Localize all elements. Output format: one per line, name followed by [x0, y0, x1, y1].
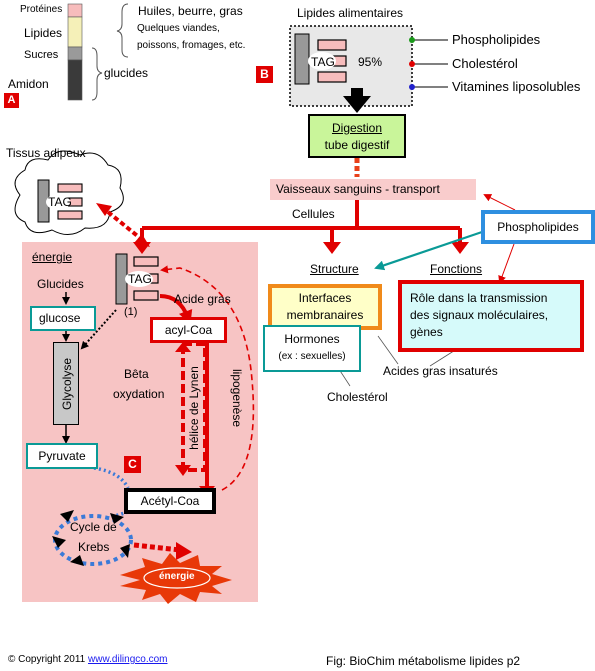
acyl-coa-box: acyl-Coa — [150, 317, 227, 343]
label-tag-b: TAG — [311, 55, 335, 69]
label-oxydation: oxydation — [113, 387, 165, 401]
label-acides-gras-insatures: Acides gras insaturés — [383, 364, 498, 378]
interfaces-line2: membranaires — [286, 308, 364, 322]
label-energie-panel: énergie — [32, 250, 73, 264]
role-box: Rôle dans la transmission des signaux mo… — [398, 280, 584, 352]
glycolyse-box: Glycolyse — [53, 342, 79, 425]
badge-a: A — [4, 93, 19, 108]
label-fonctions: Fonctions — [430, 262, 483, 276]
label-acide-gras: Acide gras — [174, 292, 231, 306]
label-95-percent: 95% — [358, 55, 383, 69]
label-1: (1) — [124, 306, 138, 318]
label-krebs: Krebs — [78, 540, 110, 554]
hormones-line1: Hormones — [284, 332, 340, 346]
energy-burst-label: énergie — [159, 571, 195, 582]
footer-fig: Fig: BioChim métabolisme lipides p2 — [326, 654, 521, 668]
label-tag-adipeux: TAG — [48, 195, 72, 209]
label-structure: Structure — [310, 262, 359, 276]
label-quelques-1: Quelques viandes, — [137, 23, 220, 34]
vaisseaux-box: Vaisseaux sanguins - transport — [270, 179, 476, 200]
label-lipides-alimentaires: Lipides alimentaires — [297, 6, 404, 20]
interfaces-box: Interfaces membranaires — [268, 284, 382, 330]
label-amidon: Amidon — [8, 77, 49, 91]
label-tissus-adipeux: Tissus adipeux — [6, 146, 86, 160]
label-glucides-a: glucides — [104, 66, 149, 80]
digestion-box: Digestion tube digestif — [308, 114, 406, 158]
glycolyse-label: Glycolyse — [60, 357, 74, 411]
food-composition-bar — [67, 3, 83, 101]
label-beta: Bêta — [124, 367, 149, 381]
acetyl-coa-box: Acétyl-Coa — [124, 488, 216, 514]
label-cycle-de: Cycle de — [70, 520, 117, 534]
footer-link[interactable]: www.dilingco.com — [88, 654, 168, 665]
label-cholesterol-2: Cholestérol — [327, 390, 388, 404]
down-arrow-digestion — [343, 96, 371, 113]
digestion-subtitle: tube digestif — [324, 138, 390, 152]
digestion-title: Digestion — [331, 121, 383, 135]
pyruvate-box: Pyruvate — [26, 443, 98, 469]
glucose-box: glucose — [30, 306, 96, 331]
lipides-brace — [116, 3, 129, 58]
phospholipides-box: Phospholipides — [481, 210, 595, 244]
adipose-cloud — [14, 150, 124, 235]
label-cellules: Cellules — [292, 207, 335, 221]
label-cholesterol-b: Cholestérol — [452, 56, 518, 71]
lipogenese-curve — [160, 265, 255, 491]
label-sucres: Sucres — [24, 49, 59, 61]
badge-b: B — [256, 66, 273, 83]
footer-copyright-text: © Copyright 2011 — [8, 654, 89, 665]
label-helice-lynen: hélice de Lynen — [187, 366, 201, 450]
badge-c: C — [124, 456, 141, 473]
label-proteines: Protéines — [20, 4, 63, 15]
hormones-box: Hormones (ex : sexuelles) — [263, 325, 361, 372]
label-quelques-2: poissons, fromages, etc. — [137, 40, 246, 51]
label-lipides: Lipides — [24, 26, 63, 40]
role-line2: des signaux moléculaires, — [410, 308, 549, 322]
footer-copyright: © Copyright 2011 www.dilingco.com — [8, 654, 168, 665]
label-phospholipides-b: Phospholipides — [452, 32, 541, 47]
label-vitamines: Vitamines liposolubles — [452, 79, 581, 94]
glucides-brace — [91, 47, 103, 101]
role-line3: gènes — [410, 325, 443, 339]
label-lipogenese: lipogenèse — [230, 368, 244, 428]
interfaces-line1: Interfaces — [298, 291, 352, 305]
label-huiles: Huiles, beurre, gras — [138, 4, 243, 18]
label-glucides-c: Glucides — [37, 277, 84, 291]
label-tag-c: TAG — [128, 272, 152, 286]
hormones-line2: (ex : sexuelles) — [278, 351, 346, 362]
role-line1: Rôle dans la transmission — [410, 291, 548, 305]
